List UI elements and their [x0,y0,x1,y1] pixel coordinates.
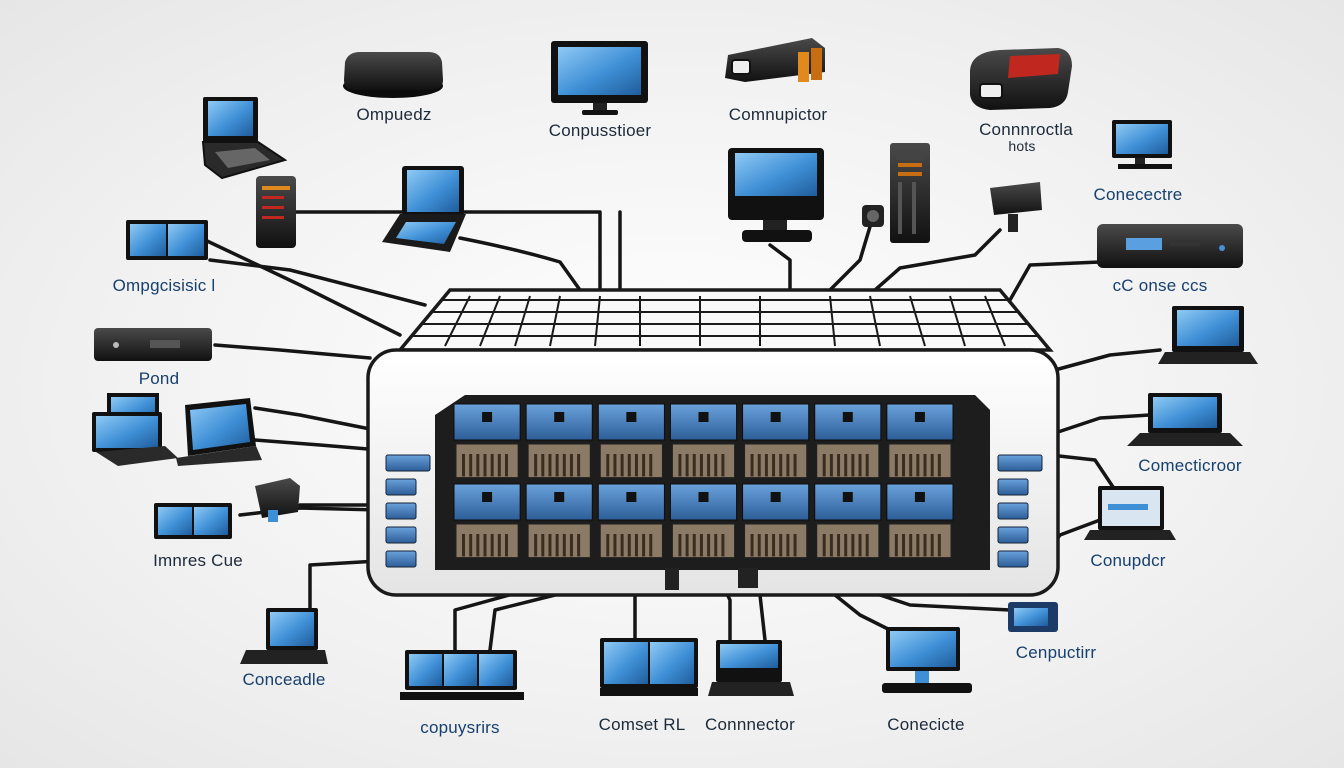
dual-monitor-icon [600,638,698,696]
cable-left-5 [253,438,382,452]
laptop-pair-icon [92,393,262,466]
label-bottom-center-left: Comset RL [598,715,686,734]
switch-port [525,483,593,559]
laptop-icon [708,640,794,696]
side-port [997,454,1043,472]
label-bottom-monitors: copuysrirs [420,718,500,737]
cable-bottom-3 [488,593,557,652]
red-adapter-icon [970,48,1072,110]
side-port [385,550,417,568]
label-right-laptop-low: Conupdcr [1090,551,1166,570]
port-bank [453,403,954,559]
switch-port [886,483,954,559]
side-port [997,526,1029,544]
dual-monitor-icon [154,503,232,539]
label-bottom-laptop-left: Conceadle [242,670,326,689]
set-top-box-icon [1097,224,1243,268]
webcam-icon [862,205,884,227]
switch-port [742,403,810,479]
switch-bottom-connector-1 [665,568,679,590]
label-right-bottom-projector: Cenpuctirr [1015,643,1097,662]
pc-tower-icon [890,143,930,243]
label-right-laptop: Comecticroor [1138,456,1242,475]
switch-port [453,483,521,559]
switch-port [814,483,882,559]
switch-port [597,483,665,559]
projector-icon [1008,602,1058,632]
switch-port [742,483,810,559]
switch-top-grid [412,295,1038,347]
monitor-icon [1112,120,1172,169]
cable-left-6 [238,506,382,517]
network-switch [366,288,1060,597]
side-port [997,550,1029,568]
side-port [385,526,417,544]
laptop-icon [1127,393,1243,446]
cable-top-webcam [828,218,874,292]
laptop-icon [1158,306,1258,364]
router-icon [343,52,443,98]
side-ports-right [997,454,1043,568]
laptop-icon [240,608,328,664]
cable-left-2 [203,238,402,337]
label-left-monitor: Ompgcisisic l [112,276,216,295]
cable-top-left-2 [458,236,582,292]
side-port [997,502,1029,520]
cable-right-settop [1008,260,1102,302]
camera-icon [255,478,300,522]
switch-port [597,403,665,479]
cable-right-1 [1053,348,1162,372]
switch-port [453,403,521,479]
cable-right-3 [1048,453,1117,492]
laptop-icon [1084,486,1176,540]
label-top-router: Ompuedz [356,105,432,124]
cable-top-left-1 [293,210,602,292]
monitor-icon [882,627,972,693]
monitor-icon [728,148,824,242]
switch-port [525,403,593,479]
side-port [385,502,417,520]
laptop-icon [201,97,288,180]
switch-port [886,403,954,479]
label-top-monitor: Conpusstioer [548,121,652,140]
switch-bottom-connector-2 [738,568,758,588]
side-port [385,454,431,472]
cable-left-1 [208,258,427,307]
side-port [997,478,1029,496]
label-bottom-center: Connnector [705,715,795,734]
label-bottom-right: Conecicte [887,715,965,734]
cable-right-2 [1056,413,1152,434]
projector-icon [725,38,825,82]
cable-top-center-2 [768,243,792,292]
cable-left-4 [253,406,377,432]
cable-bottom-8 [878,593,1012,612]
monitor-icon [551,41,648,115]
tablet-icon [382,166,466,252]
switch-port [814,403,882,479]
label-right-settop: cC onse ccs [1112,276,1208,295]
label-top-red-device: Connnroctla [979,120,1073,139]
switch-port [669,483,738,559]
label-top-right-monitor: Conecectre [1093,185,1183,204]
side-ports-left [385,454,431,568]
webcam-icon [990,182,1042,232]
cable-bottom-7 [833,593,892,632]
cable-top-right [873,228,1002,292]
pc-tower-icon [256,176,296,248]
label-left-monitor-low: Imnres Cue [153,551,243,570]
dual-monitor-icon [126,220,208,260]
set-top-box-icon [94,328,212,361]
side-port [385,478,417,496]
label-left-box: Pond [138,369,180,388]
switch-port [669,403,738,479]
label-top-red-device-sub: hots [1008,138,1036,154]
label-top-projector: Comnupictor [728,105,828,124]
cable-left-3 [213,343,372,360]
triple-monitor-icon [400,650,524,700]
